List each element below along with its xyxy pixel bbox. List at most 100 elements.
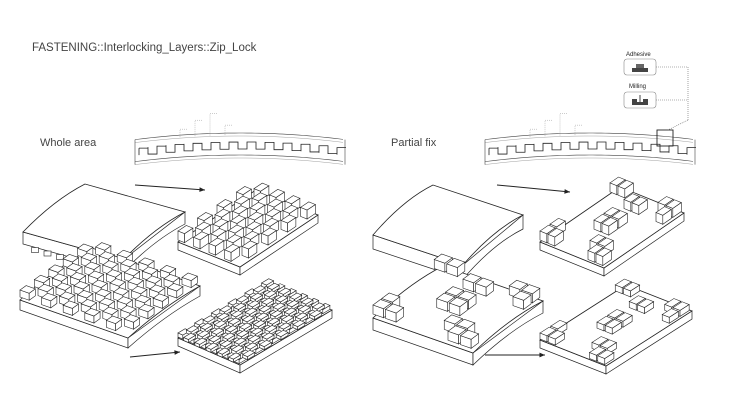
cube-face (225, 234, 243, 244)
cube-face (33, 274, 51, 284)
partial-fix-label: Partial fix (391, 137, 437, 149)
adhesive-icon (636, 64, 644, 68)
cube-face (205, 342, 219, 350)
cube-face (208, 237, 225, 247)
cube-face (636, 298, 655, 308)
cube-face (589, 234, 606, 244)
cube-face (247, 300, 261, 308)
cube-face (604, 319, 623, 329)
cube-face (94, 242, 112, 251)
cube-face (102, 306, 119, 315)
cube-face (283, 307, 297, 315)
cube-face (462, 273, 482, 284)
cube-face (622, 281, 641, 292)
cube-face (216, 347, 231, 355)
cube-face (233, 195, 251, 205)
cube-face (258, 339, 273, 347)
adhesive-label: Adhesive (626, 52, 651, 58)
cube-face (62, 254, 80, 263)
cube-face (214, 208, 231, 218)
cube-face (224, 325, 239, 333)
arrow-to-full-grid (134, 184, 206, 192)
cube-face (247, 211, 264, 221)
cube-face (163, 274, 180, 283)
cube-face (105, 269, 123, 278)
cube-face (238, 322, 253, 330)
annotation-leader (224, 124, 233, 136)
cube-face (588, 346, 607, 356)
adhesive-icon (632, 68, 648, 72)
cube-face (596, 315, 614, 326)
curved-plate-partial-grid (372, 253, 545, 366)
cube-face (231, 205, 249, 215)
milling-label: Milling (629, 84, 647, 90)
cube-face (181, 272, 198, 281)
cube-face (120, 305, 137, 314)
cube-face (91, 279, 108, 288)
cube-face (292, 319, 306, 327)
cube-face (657, 196, 674, 206)
cube-face (250, 327, 264, 335)
arrow-line (496, 184, 571, 193)
cube-face (233, 302, 247, 310)
partial-fix-section (484, 113, 696, 165)
cube-face (223, 243, 241, 253)
cube-face (275, 329, 289, 337)
cube-face (547, 330, 566, 340)
cube-face (547, 228, 564, 238)
tab (56, 254, 64, 260)
cube-face (260, 227, 278, 237)
cube-face (474, 277, 495, 288)
annotation-leader (529, 128, 538, 138)
cube-face (219, 340, 233, 348)
cube-face (233, 337, 247, 345)
cube-face (222, 332, 236, 340)
cube-face (105, 315, 123, 324)
diagram-title: FASTENING::Interlocking_Layers::Zip_Lock (32, 42, 257, 54)
cube-face (272, 302, 286, 310)
cube-face (607, 309, 625, 319)
partial-tile-plate (539, 278, 693, 375)
cube-face (294, 312, 309, 320)
arrow-head (564, 189, 570, 194)
cube-face (282, 204, 299, 214)
cube-face (269, 310, 283, 318)
cube-face (116, 296, 134, 305)
cube-face (664, 298, 682, 308)
cube-face (84, 308, 101, 317)
strip-outline (484, 154, 694, 162)
cube-face (539, 326, 557, 337)
plate-side (472, 300, 544, 366)
cube-face (230, 310, 244, 318)
cube-face (601, 217, 618, 227)
cube-face (19, 285, 36, 294)
arrow-to-tile-grid (129, 350, 181, 358)
cube-face (98, 251, 116, 260)
cube-face (229, 215, 247, 224)
cube-face (665, 199, 682, 209)
cube-face (40, 292, 58, 302)
cube-face (277, 287, 292, 295)
cube-face (266, 282, 280, 290)
plate-side (605, 310, 693, 375)
cube-face (595, 247, 612, 257)
cube-face (278, 322, 292, 330)
cube-face (266, 198, 284, 208)
cube-face (148, 284, 166, 293)
cube-face (280, 315, 295, 323)
cube-face (192, 231, 210, 241)
cube-face (508, 279, 528, 290)
cube-face (112, 287, 130, 296)
cube-face (66, 263, 83, 272)
cube-face (615, 312, 633, 322)
cube-face (264, 208, 282, 218)
cube-face (84, 261, 101, 270)
cube-face (261, 332, 275, 340)
cube-face (62, 300, 80, 309)
cube-face (459, 329, 480, 340)
cube-face (263, 290, 278, 298)
annotation-leader (209, 113, 218, 136)
cube-face (102, 260, 119, 269)
cube-face (249, 202, 266, 211)
cube-face (512, 290, 532, 301)
